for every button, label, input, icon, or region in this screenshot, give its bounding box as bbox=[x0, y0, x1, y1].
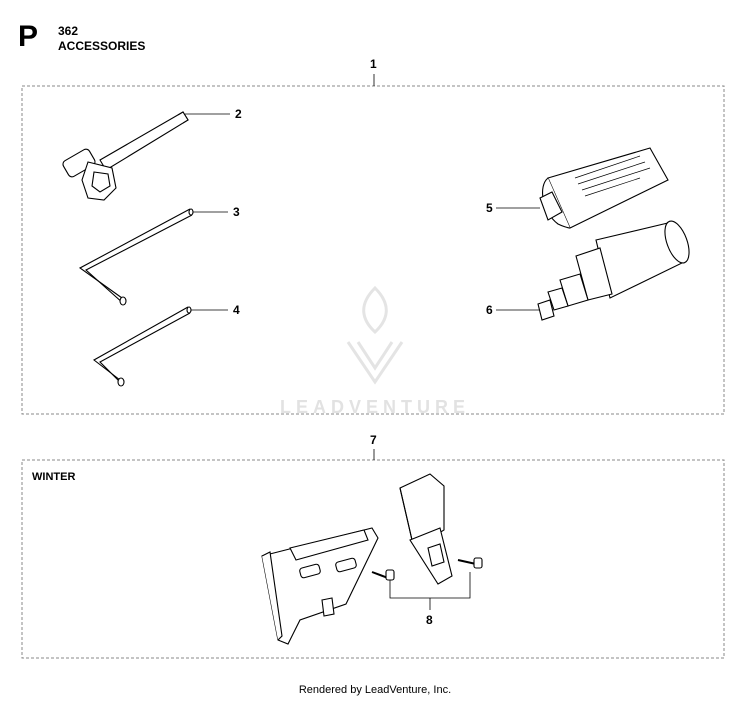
callout-6: 6 bbox=[486, 303, 493, 317]
model-number: 362 bbox=[58, 24, 79, 38]
winter-group-box bbox=[21, 459, 725, 659]
callout-3: 3 bbox=[233, 205, 240, 219]
grease-tube-drawing bbox=[539, 147, 669, 229]
grease-gun-drawing bbox=[537, 220, 690, 321]
winter-kit-drawing bbox=[261, 473, 483, 645]
accessories-group-box bbox=[21, 85, 725, 415]
watermark-text: LEADVENTURE bbox=[279, 397, 470, 417]
page-letter: P bbox=[18, 20, 39, 53]
callout-5: 5 bbox=[486, 201, 493, 215]
callout-1: 1 bbox=[370, 57, 377, 71]
winter-label: WINTER bbox=[32, 471, 76, 483]
combination-wrench-drawing bbox=[62, 111, 189, 201]
callout-7: 7 bbox=[370, 433, 377, 447]
callout-4: 4 bbox=[233, 303, 240, 317]
leader-line-8 bbox=[389, 572, 471, 610]
footer-credit: Rendered by LeadVenture, Inc. bbox=[298, 684, 452, 696]
section-title: ACCESSORIES bbox=[58, 39, 146, 53]
callout-8: 8 bbox=[426, 613, 433, 627]
hex-key-short-drawing bbox=[93, 306, 192, 387]
watermark-logo bbox=[346, 285, 404, 385]
callout-2: 2 bbox=[235, 107, 242, 121]
hex-key-long-drawing bbox=[78, 208, 194, 306]
